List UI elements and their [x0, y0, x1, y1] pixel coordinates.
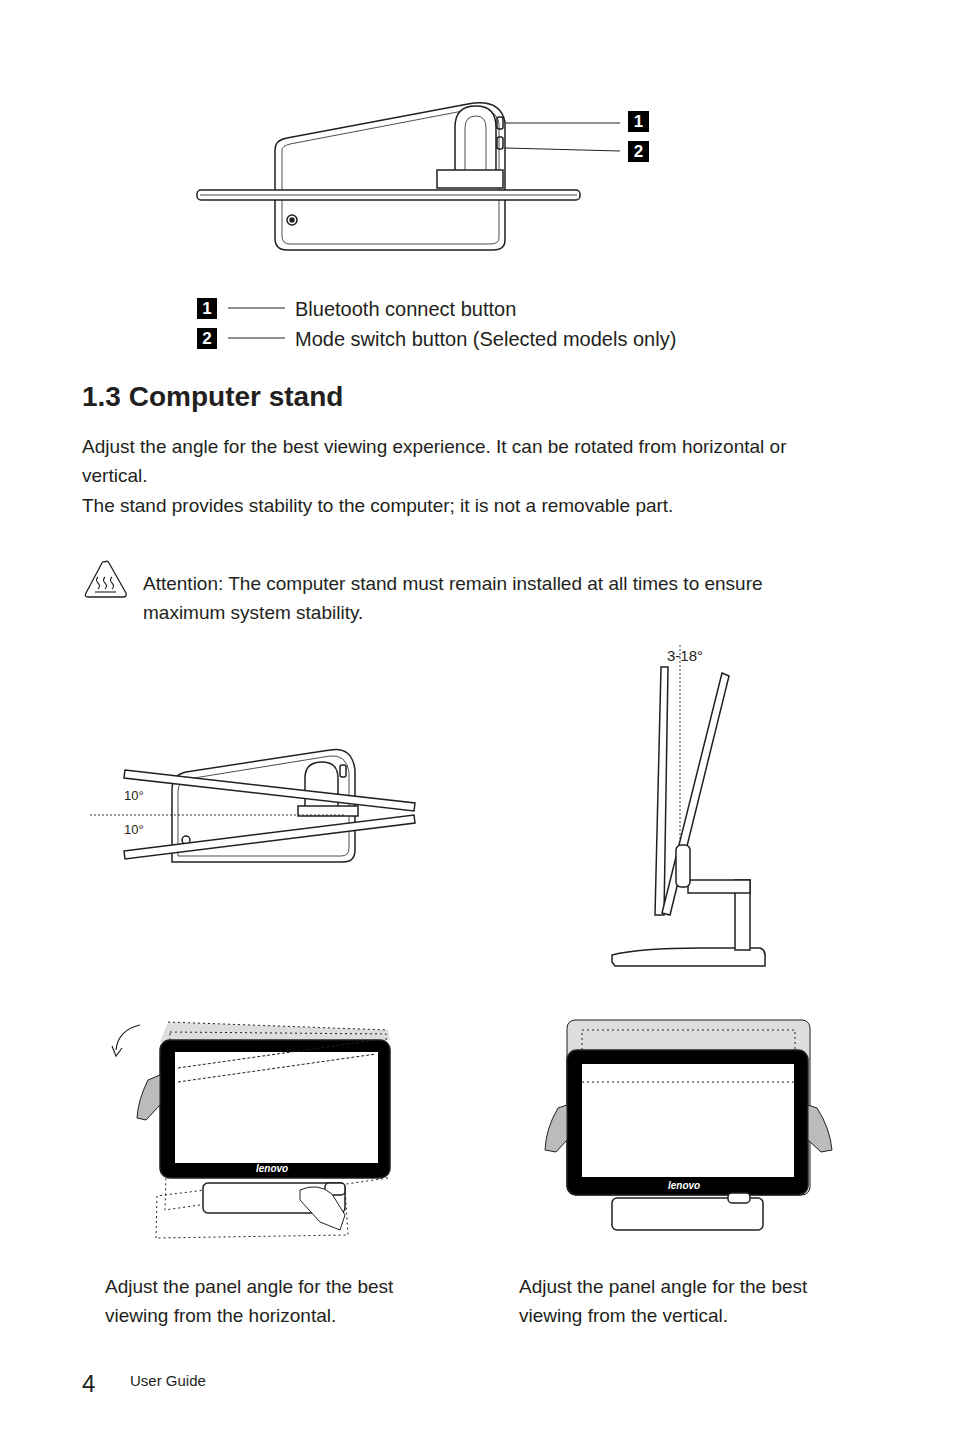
brand-logo: lenovo — [668, 1180, 700, 1191]
body-text: The stand provides stability to the comp… — [82, 492, 673, 521]
angle-dimension: 10° — [124, 789, 144, 803]
angle-dimension: 3-18° — [667, 648, 703, 665]
side-view-flat — [197, 103, 620, 250]
side-view-vertical — [612, 645, 765, 966]
callout-number: 1 — [628, 111, 649, 132]
front-view-horizontal — [112, 1022, 390, 1238]
callout-text: 1 — [634, 113, 643, 130]
hot-surface-icon — [85, 561, 126, 597]
angle-dimension: 10° — [124, 823, 144, 837]
callout-number: 2 — [628, 141, 649, 162]
callout-text: 2 — [202, 330, 211, 347]
part-name: Mode switch button (Selected models only… — [295, 324, 676, 354]
figure-caption: Adjust the panel angle for the best view… — [519, 1273, 869, 1330]
brand-logo: lenovo — [256, 1163, 288, 1174]
callout-number: 2 — [197, 328, 217, 349]
callout-text: 1 — [202, 300, 211, 317]
leader-line — [228, 308, 285, 309]
front-view-vertical — [545, 1020, 832, 1230]
footer-text: User Guide — [130, 1373, 206, 1390]
section-title: 1.3 Computer stand — [82, 380, 343, 414]
attention-note: Attention: The computer stand must remai… — [143, 570, 823, 627]
callout-number: 1 — [197, 298, 217, 319]
leader-line — [228, 338, 285, 339]
side-view-tilt — [90, 749, 415, 862]
page-number: 4 — [82, 1366, 95, 1402]
figure-caption: Adjust the panel angle for the best view… — [105, 1273, 455, 1330]
callout-text: 2 — [634, 143, 643, 160]
body-text: Adjust the angle for the best viewing ex… — [82, 433, 852, 490]
part-name: Bluetooth connect button — [295, 294, 516, 324]
